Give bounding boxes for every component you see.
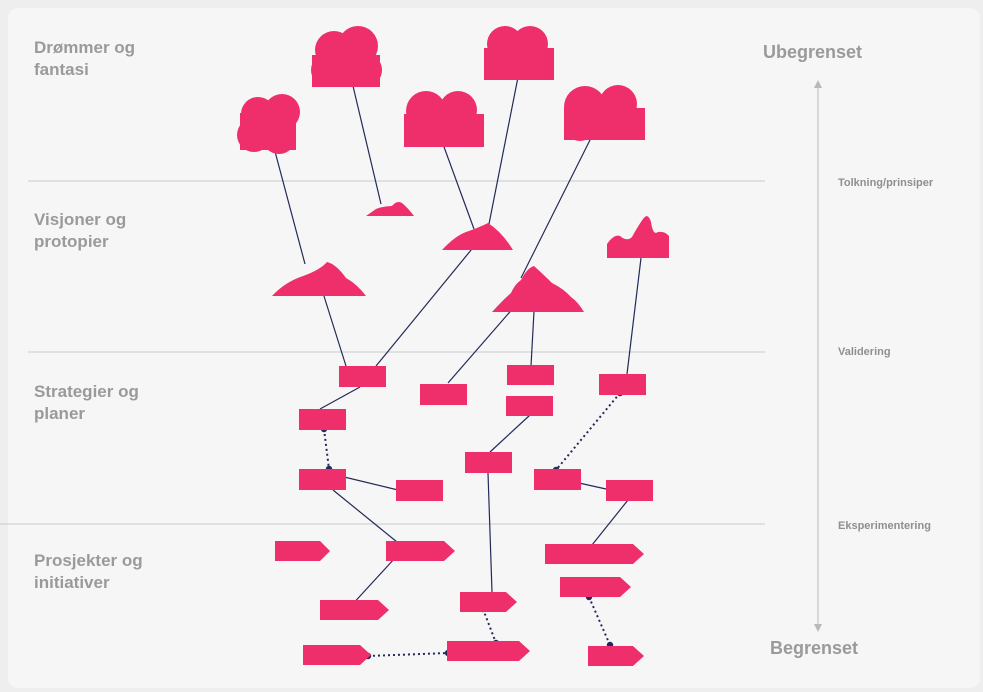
vision-hill [442,223,513,250]
vision-hill [492,266,584,312]
scale-top-label: Ubegrenset [763,42,863,62]
connector [349,557,396,608]
connector [487,472,493,593]
strategy-box [534,469,581,490]
strategy-box [507,365,554,385]
strategy-box [396,480,443,501]
project-tag [320,600,389,620]
strategy-boxes [299,365,653,501]
connector [375,243,477,367]
dream-cloud [237,94,300,154]
connector [489,414,531,453]
scale-stage-experimentation: Eksperimentering [838,520,931,532]
dream-cloud [564,85,645,141]
connector [322,292,347,367]
connector [587,499,629,551]
project-tag [447,641,530,661]
project-tag [560,577,631,597]
strategy-box [465,452,512,473]
connector [339,475,399,491]
scale-stage-interpretation: Tolkning/prinsiper [838,177,934,189]
dream-cloud [311,26,382,87]
project-tag [303,645,371,665]
connectors [268,61,642,608]
dream-cloud [484,26,554,80]
band-label-visions: Visjoner og protopier [34,210,127,251]
dotted-link [482,608,497,644]
connector [447,305,516,384]
dotted-links [323,392,621,657]
strategy-box [339,366,386,387]
strategy-box [599,374,646,395]
project-tags [275,541,644,666]
strategy-box [606,480,653,501]
band-dividers [0,180,765,525]
vision-hill [366,202,414,216]
vision-hill [272,262,366,296]
connector [332,489,398,543]
project-tag [386,541,455,561]
strategy-box [420,384,467,405]
dotted-link [588,596,611,646]
dream-cloud [404,91,484,147]
vision-hill [607,216,669,258]
vision-hills [272,202,669,312]
strategy-box [506,396,553,416]
scale-arrow [814,80,822,632]
dotted-link [323,428,330,470]
band-label-strategies: Strategier og planer [34,382,139,423]
dotted-link [367,652,449,657]
connector [626,257,642,375]
project-tag [588,646,644,666]
project-tag [545,544,644,564]
scale-bottom-label: Begrenset [770,638,859,658]
dream-clouds [237,26,645,154]
strategy-box [299,469,346,490]
connector [347,64,382,205]
dotted-link [555,392,621,471]
connector [319,386,361,410]
band-label-projects: Prosjekter og initiativer [34,551,143,592]
project-tag [275,541,330,561]
strategy-box [299,409,346,430]
connector [487,61,522,230]
project-tag [460,592,517,612]
scale-stage-validation: Validering [838,346,891,358]
band-label-dreams: Drømmer og fantasi [34,38,136,79]
connector [520,117,602,279]
